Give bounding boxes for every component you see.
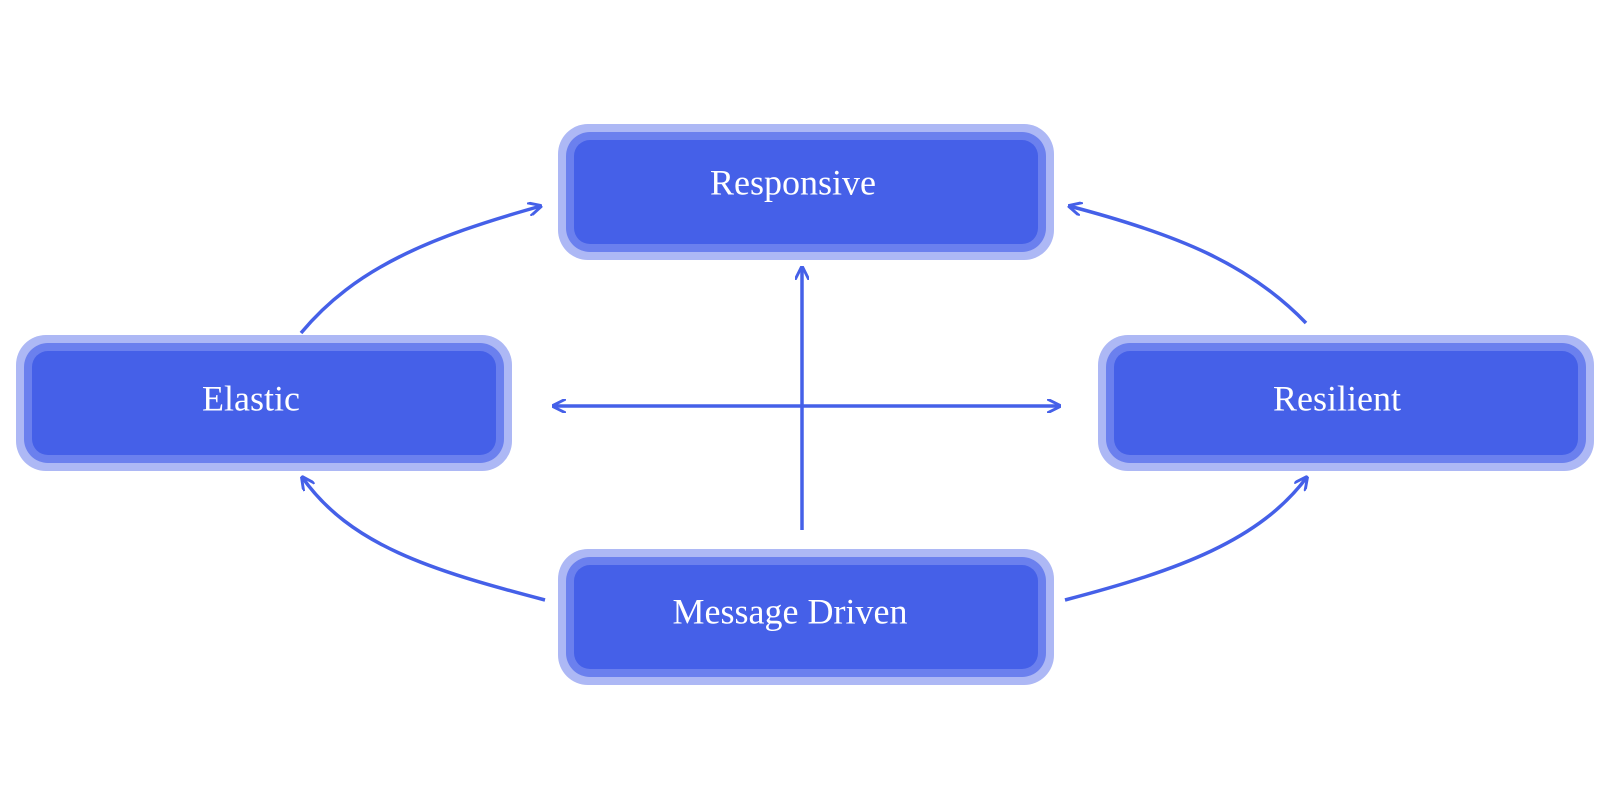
node-responsive-label: Responsive: [710, 162, 876, 202]
edge-elastic-to-responsive: [299, 206, 541, 335]
node-elastic: Elastic: [16, 335, 512, 471]
node-resilient-label: Resilient: [1273, 378, 1401, 418]
node-elastic-body: [32, 351, 496, 455]
node-responsive-body: [574, 140, 1038, 244]
node-resilient: Resilient: [1098, 335, 1594, 471]
edge-message-driven-to-resilient: [1064, 477, 1307, 602]
node-responsive: Responsive: [558, 124, 1054, 260]
edge-message-driven-to-elastic: [302, 477, 546, 602]
node-resilient-body: [1114, 351, 1578, 455]
edges: [299, 206, 1308, 602]
node-message-driven: Message Driven: [558, 549, 1054, 685]
node-message-driven-body: [574, 565, 1038, 669]
edge-resilient-to-responsive: [1069, 206, 1308, 325]
node-elastic-label: Elastic: [202, 378, 300, 418]
node-message-driven-label: Message Driven: [673, 591, 908, 631]
